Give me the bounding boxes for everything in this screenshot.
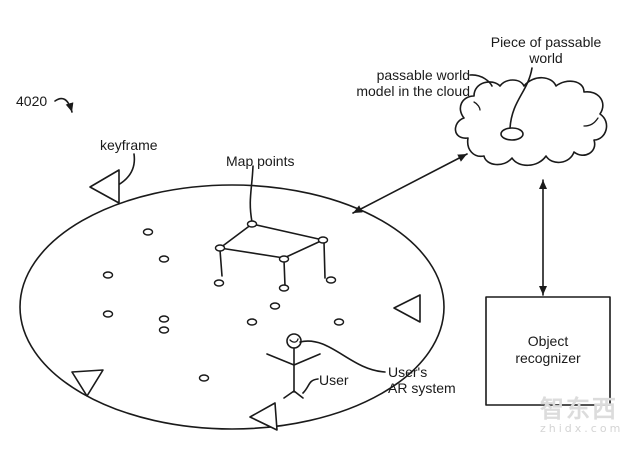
keyframe-leader	[117, 153, 136, 186]
watermark: 智东西 zhidx.com	[540, 396, 623, 435]
map-point	[269, 302, 281, 310]
user-label: User	[319, 372, 349, 388]
passable-world-piece	[500, 127, 524, 141]
map-point	[158, 315, 170, 323]
ar-system-label-line2: AR system	[388, 380, 456, 396]
piece-leader	[509, 67, 533, 129]
map-points	[102, 220, 345, 382]
map-points-leader	[249, 165, 254, 223]
reference-number: 4020	[16, 93, 48, 109]
map-points-label: Map points	[226, 153, 295, 169]
map-point	[213, 279, 225, 287]
cloud-model-label-line1: passable world	[376, 67, 470, 83]
object-recognizer-line2: recognizer	[515, 350, 581, 366]
keyframe-triangle-bottom-left	[71, 369, 104, 397]
map-point	[158, 326, 170, 334]
cloud-model-label: passable world model in the cloud	[340, 67, 470, 99]
keyframe-triangle-top-left	[89, 169, 120, 204]
piece-label-line1: Piece of passable	[490, 34, 602, 50]
user-figure	[266, 333, 321, 399]
map-point	[278, 284, 290, 292]
keyframe-triangle-bottom	[249, 402, 278, 431]
watermark-domain: zhidx.com	[540, 422, 624, 435]
ar-system-label: User's AR system	[388, 364, 456, 396]
map-point	[246, 220, 258, 228]
object-recognizer-line1: Object	[527, 333, 569, 349]
map-point	[158, 255, 170, 263]
map-point	[102, 271, 114, 279]
cloud-shape	[454, 76, 608, 167]
map-point	[214, 244, 226, 252]
piece-label-line2: world	[529, 50, 563, 66]
keyframe-label: keyframe	[100, 137, 158, 153]
map-point	[198, 374, 210, 382]
passable-world-area	[19, 184, 445, 430]
map-point	[142, 228, 154, 236]
map-point	[246, 318, 258, 326]
object-recognizer-box	[485, 296, 611, 406]
map-point-structure	[219, 223, 326, 287]
cloud-model-leader	[469, 74, 493, 87]
map-point	[278, 255, 290, 263]
cloud-model-label-line2: model in the cloud	[356, 83, 470, 99]
map-point	[102, 310, 114, 318]
ar-system-leader	[299, 340, 386, 373]
reference-arrow	[54, 97, 74, 113]
ar-system-label-line1: User's	[388, 364, 428, 380]
piece-label: Piece of passable world	[476, 34, 616, 66]
map-point	[325, 276, 337, 284]
user-leader	[302, 378, 319, 394]
watermark-chinese: 智东西	[540, 395, 618, 423]
map-point	[317, 236, 329, 244]
object-recognizer-label: Object recognizer	[486, 296, 610, 404]
keyframe-triangle-right	[393, 294, 421, 323]
user-head-ar-device	[286, 333, 302, 349]
world-cloud-connector	[352, 153, 468, 214]
map-point	[333, 318, 345, 326]
